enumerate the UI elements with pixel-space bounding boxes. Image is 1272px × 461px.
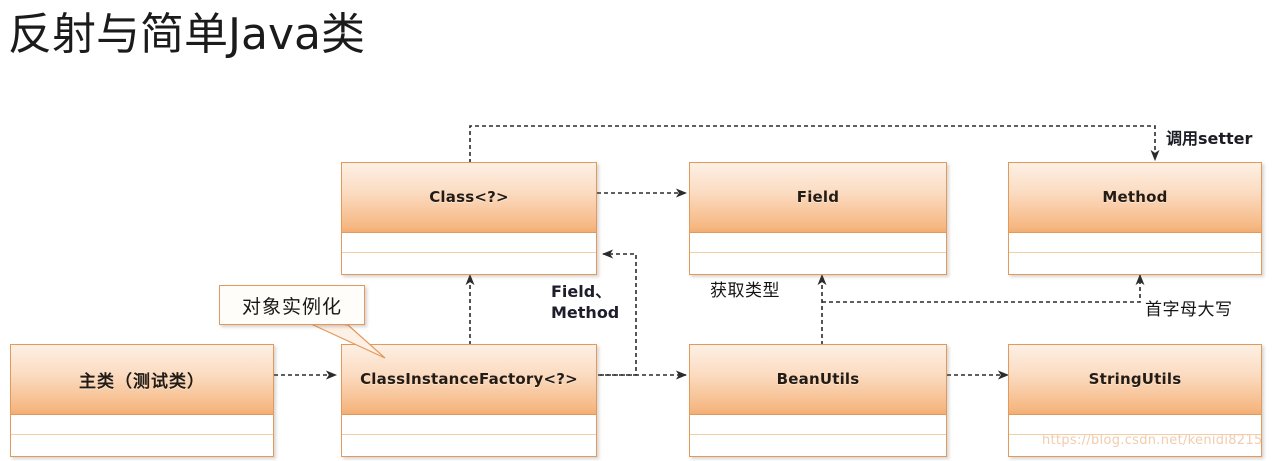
node-class-operations <box>342 253 596 274</box>
node-main-class-attributes <box>11 414 273 436</box>
node-field-attributes <box>690 232 946 254</box>
node-class-instance-factory-operations <box>342 435 596 456</box>
callout-object-instantiation[interactable]: 对象实例化 <box>219 285 365 325</box>
node-field-operations <box>690 253 946 274</box>
node-bean-utils-label: BeanUtils <box>776 370 860 389</box>
edge-label-field-method: Field、 Method <box>551 281 619 323</box>
edge-beanutils-to-method <box>822 273 1145 303</box>
node-class-attributes <box>342 232 596 254</box>
node-bean-utils-attributes <box>690 414 946 436</box>
node-class-instance-factory[interactable]: ClassInstanceFactory<?> <box>341 344 597 457</box>
edge-label-capitalize-initial: 首字母大写 <box>1145 300 1233 320</box>
node-bean-utils[interactable]: BeanUtils <box>689 344 947 457</box>
node-class-label: Class<?> <box>429 188 509 207</box>
node-string-utils-operations <box>1009 435 1261 456</box>
node-string-utils-label: StringUtils <box>1088 370 1182 389</box>
watermark: https://blog.csdn.net/kenidi8215 <box>1042 433 1263 448</box>
node-string-utils-attributes <box>1009 414 1261 436</box>
callout-object-instantiation-label: 对象实例化 <box>241 295 342 318</box>
node-class-instance-factory-label: ClassInstanceFactory<?> <box>360 370 578 389</box>
node-class-instance-factory-attributes <box>342 414 596 436</box>
node-field-header: Field <box>690 163 946 233</box>
node-main-class-operations <box>11 435 273 456</box>
node-string-utils-header: StringUtils <box>1009 345 1261 415</box>
edge-label-field-method-line1: Field、 <box>551 282 612 301</box>
node-main-class-label: 主类（测试类） <box>79 371 205 392</box>
edge-label-call-setter: 调用setter <box>1166 129 1253 148</box>
node-class[interactable]: Class<?> <box>341 162 597 275</box>
node-bean-utils-operations <box>690 435 946 456</box>
edge-label-get-type: 获取类型 <box>710 281 780 301</box>
node-class-header: Class<?> <box>342 163 596 233</box>
node-class-instance-factory-header: ClassInstanceFactory<?> <box>342 345 596 415</box>
edge-label-field-method-line2: Method <box>551 303 620 322</box>
edge-class-to-method <box>469 125 1160 163</box>
node-method-operations <box>1009 253 1261 274</box>
node-bean-utils-header: BeanUtils <box>690 345 946 415</box>
node-method-attributes <box>1009 232 1261 254</box>
node-string-utils[interactable]: StringUtils <box>1008 344 1262 457</box>
node-method-header: Method <box>1009 163 1261 233</box>
page-title: 反射与简单Java类 <box>8 9 365 60</box>
node-main-class[interactable]: 主类（测试类） <box>10 344 274 457</box>
node-field-label: Field <box>796 188 840 207</box>
node-main-class-header: 主类（测试类） <box>11 345 273 415</box>
node-field[interactable]: Field <box>689 162 947 275</box>
node-method[interactable]: Method <box>1008 162 1262 275</box>
node-method-label: Method <box>1102 188 1168 207</box>
